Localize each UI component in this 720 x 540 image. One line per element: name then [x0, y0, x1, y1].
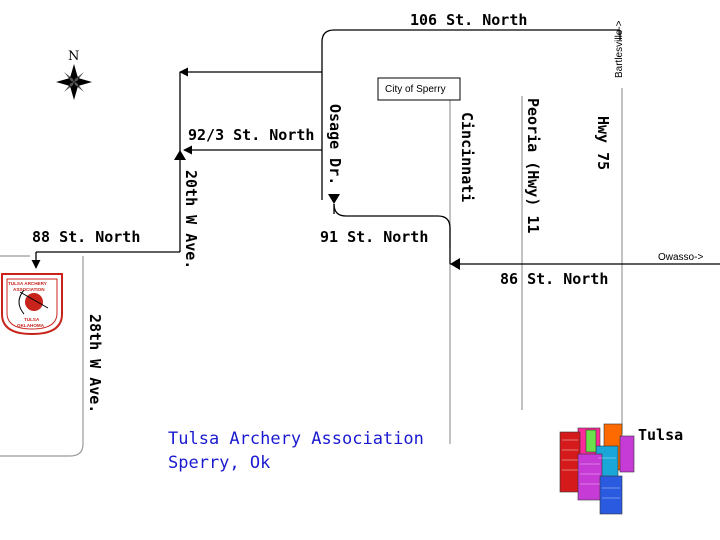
- route-arrow-osage: [328, 194, 340, 204]
- label-91-st-north: 91 St. North: [320, 228, 428, 246]
- label-92-3-st-north: 92/3 St. North: [188, 126, 314, 144]
- route-lines: [31, 29, 720, 269]
- label-106-st-north: 106 St. North: [410, 11, 527, 29]
- label-hwy-75: Hwy 75: [594, 116, 612, 170]
- logo-text-line3: TULSA: [24, 317, 40, 322]
- road-osage-dr: [321, 29, 620, 200]
- background-roads: [0, 88, 623, 457]
- logo-text-line2: ASSOCIATION: [13, 287, 45, 292]
- logo-text-line1: TULSA ARCHERY: [8, 281, 47, 286]
- label-20th-w-ave: 20th W Ave.: [182, 170, 200, 269]
- logo-text-line4: OKLAHOMA: [17, 323, 45, 328]
- label-owasso: Owasso->: [658, 252, 703, 263]
- archer-icon: [25, 293, 43, 311]
- label-86-st-north: 86 St. North: [500, 270, 608, 288]
- road-91st-north: [333, 203, 451, 264]
- compass-rose-icon: [56, 64, 92, 100]
- label-tulsa: Tulsa: [638, 426, 683, 444]
- route-arrow-86: [450, 258, 460, 270]
- road-28th-w-ave: [0, 256, 84, 457]
- sperry-box: [377, 77, 461, 101]
- tulsa-skyline-icon: [559, 423, 635, 515]
- route-arrow-20th: [174, 150, 186, 160]
- label-88-st-north: 88 St. North: [32, 228, 140, 246]
- club-location: Sperry, Ok: [168, 453, 270, 473]
- label-28th-w-ave: 28th W Ave.: [86, 314, 104, 413]
- label-bartlesville: Bartlesville->: [614, 20, 625, 78]
- label-peoria-hwy-11: Peoria (Hwy) 11: [524, 98, 542, 233]
- club-logo: TULSA ARCHERY ASSOCIATION TULSA OKLAHOMA: [0, 273, 63, 336]
- club-name: Tulsa Archery Association: [168, 429, 424, 449]
- label-city-of-sperry: City of Sperry: [385, 84, 446, 95]
- compass-north-label: N: [68, 49, 79, 64]
- label-osage-dr: Osage Dr.: [326, 104, 344, 185]
- label-cincinnati: Cincinnati: [458, 112, 476, 202]
